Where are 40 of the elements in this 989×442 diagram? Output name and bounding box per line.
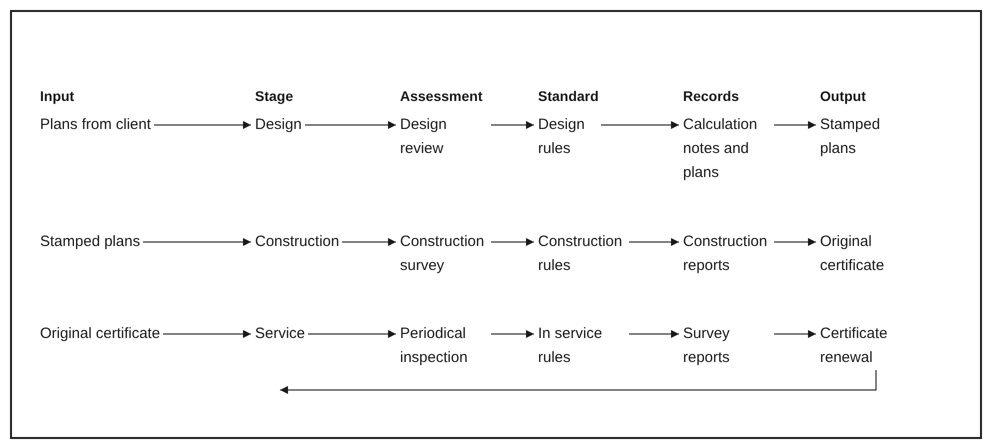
step-text: Construction survey bbox=[400, 230, 488, 278]
step-text: In service rules bbox=[538, 322, 626, 370]
arrow bbox=[308, 330, 396, 338]
step-text: Construction reports bbox=[683, 230, 771, 278]
step-text: Original certificate bbox=[40, 322, 160, 346]
step-text: Survey reports bbox=[683, 322, 771, 370]
step-text: Calculation notes and plans bbox=[683, 113, 771, 185]
arrow bbox=[490, 238, 534, 246]
column-header: Stage bbox=[255, 87, 294, 106]
arrow bbox=[490, 330, 534, 338]
step-text: Plans from client bbox=[40, 113, 151, 137]
column-header: Assessment bbox=[400, 87, 482, 106]
column-header: Input bbox=[40, 87, 74, 106]
arrow bbox=[304, 121, 396, 129]
arrow bbox=[342, 238, 396, 246]
arrow bbox=[490, 121, 534, 129]
step-text: Stamped plans bbox=[820, 113, 908, 161]
column-header: Standard bbox=[538, 87, 599, 106]
arrow bbox=[280, 370, 876, 394]
arrow bbox=[774, 121, 816, 129]
step-text: Certificate renewal bbox=[820, 322, 908, 370]
step-text: Construction bbox=[255, 230, 340, 254]
step-text: Design bbox=[255, 113, 302, 137]
step-text: Design review bbox=[400, 113, 488, 161]
arrow bbox=[154, 121, 252, 129]
step-text: Design rules bbox=[538, 113, 598, 161]
column-header: Output bbox=[820, 87, 866, 106]
column-header: Records bbox=[683, 87, 740, 106]
step-text: Service bbox=[255, 322, 306, 346]
arrow bbox=[628, 238, 680, 246]
arrow bbox=[600, 121, 680, 129]
step-text: Stamped plans bbox=[40, 230, 140, 254]
arrow bbox=[628, 330, 680, 338]
step-text: Construction rules bbox=[538, 230, 626, 278]
arrow bbox=[142, 238, 252, 246]
arrow bbox=[774, 238, 816, 246]
step-text: Original certificate bbox=[820, 230, 908, 278]
step-text: Periodical inspection bbox=[400, 322, 488, 370]
arrow bbox=[774, 330, 816, 338]
arrow bbox=[162, 330, 252, 338]
